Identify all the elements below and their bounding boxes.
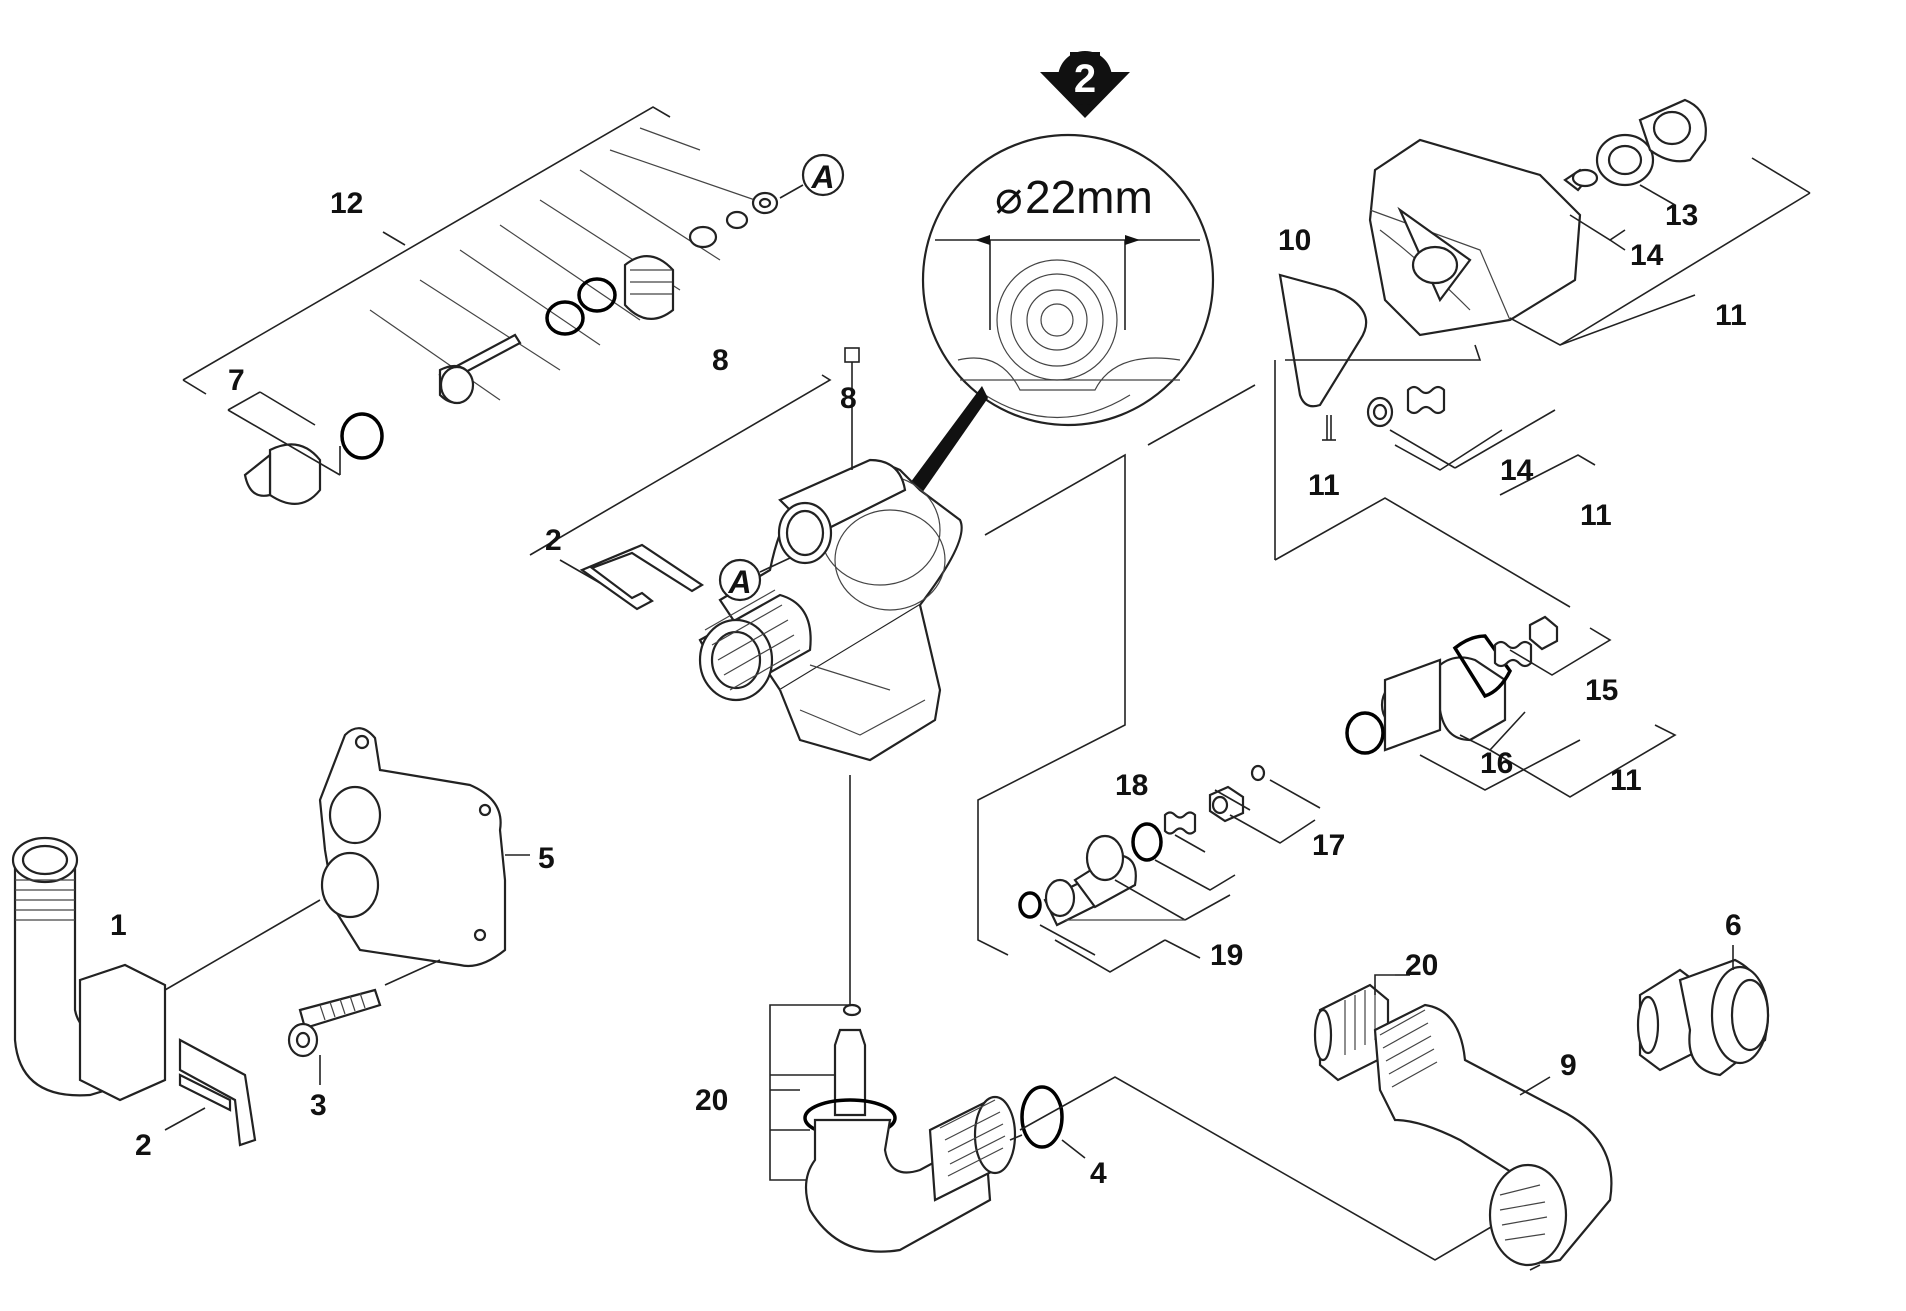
callout-4: 4: [1090, 1157, 1107, 1190]
callout-2-housing: 2: [545, 524, 562, 557]
valve-assembly-12: A: [182, 106, 845, 556]
hose-9: [1313, 974, 1613, 1271]
diameter-symbol: ⌀: [995, 171, 1023, 223]
callout-8-housing: 8: [840, 382, 857, 415]
callout-16: 16: [1480, 747, 1513, 780]
callout-14-top: 14: [1630, 239, 1664, 272]
callout-5: 5: [538, 842, 555, 875]
detail-dimension-label: 22mm: [1025, 171, 1153, 223]
callout-13: 13: [1665, 199, 1698, 232]
right-top-cover: [1368, 98, 1811, 346]
ref-marker-a-housing: A: [727, 564, 751, 600]
valve-group-15-16: [1345, 615, 1677, 798]
gasket-10-group: [1147, 273, 1596, 608]
callout-10: 10: [1278, 224, 1311, 257]
adapter-6: [1636, 945, 1770, 1077]
callout-2-bottom: 2: [135, 1129, 152, 1162]
callout-8-top: 8: [712, 344, 729, 377]
valve-group-17-19: [1018, 764, 1321, 973]
callout-17: 17: [1312, 829, 1345, 862]
callout-labels: 12 8 7 8 2 5 1 3 2 20 4 10 11 13 14 11 1…: [110, 187, 1747, 1190]
detail-marker-label: 2: [1074, 57, 1096, 101]
central-housing: A: [559, 347, 1126, 1005]
callout-1: 1: [110, 909, 127, 942]
callout-11-mid: 11: [1580, 499, 1612, 532]
detail-view-22mm: ⌀ 22mm: [890, 133, 1215, 516]
callout-11-gasket: 11: [1308, 469, 1340, 502]
callout-3: 3: [310, 1089, 327, 1122]
callout-11-bottom: 11: [1610, 764, 1642, 797]
bottom-elbow-20: [769, 1003, 1521, 1261]
callout-14-mid: 14: [1500, 454, 1534, 487]
callout-11-cover: 11: [1715, 299, 1747, 332]
callout-18: 18: [1115, 769, 1148, 802]
callout-19: 19: [1210, 939, 1243, 972]
callout-20-hose: 20: [1405, 949, 1438, 982]
callout-12: 12: [330, 187, 363, 220]
callout-20-bottom: 20: [695, 1084, 728, 1117]
detail-marker-arrow: 2: [1040, 51, 1130, 118]
callout-7: 7: [228, 364, 245, 397]
callout-6: 6: [1725, 909, 1742, 942]
callout-9: 9: [1560, 1049, 1577, 1082]
left-parts: [11, 727, 530, 1147]
callout-15: 15: [1585, 674, 1618, 707]
ref-marker-a-top: A: [810, 159, 834, 195]
